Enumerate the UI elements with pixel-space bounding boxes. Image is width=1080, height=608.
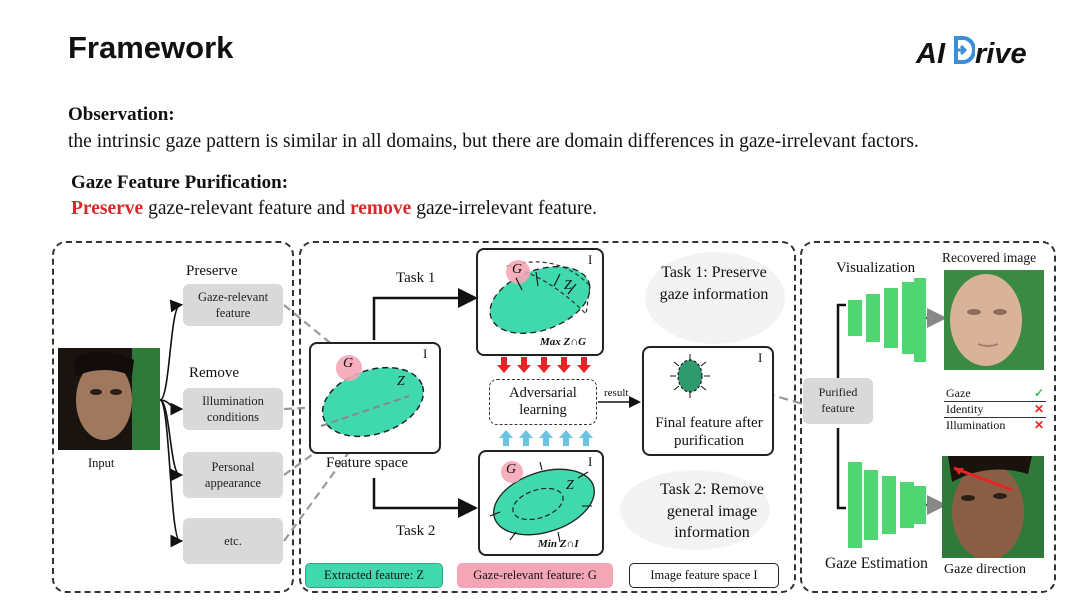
decoder-network-icon — [848, 278, 926, 362]
middle-panel — [299, 241, 796, 593]
red-arrows — [497, 357, 591, 373]
task2-z-label: Z — [566, 478, 574, 493]
remove-label: Remove — [189, 365, 239, 381]
etc-box: etc. — [183, 518, 283, 564]
final-i-label: I — [758, 350, 763, 365]
purified-feature-box: Purified feature — [803, 378, 873, 424]
legend-image-space: Image feature space I — [629, 563, 779, 588]
task1-description: Task 1: Preserve gaze information — [659, 264, 769, 303]
gaze-direction-label: Gaze direction — [944, 562, 1027, 577]
task2-feature-box: G Z I Min Z∩I — [478, 450, 604, 556]
right-panel — [800, 241, 1056, 593]
task1-i-label: I — [588, 252, 593, 267]
task2-i-label: I — [588, 454, 593, 469]
page-title: Framework — [68, 30, 234, 65]
cyan-arrows — [499, 430, 593, 446]
task1-feature-box: G Z I Max Z∩G — [476, 248, 604, 356]
preserve-word: Preserve — [71, 198, 144, 219]
task2-label: Task 2 — [396, 523, 436, 539]
logo-ai-text: AI — [916, 37, 945, 70]
cloud-decoration — [645, 252, 785, 344]
purification-heading: Gaze Feature Purification: — [71, 172, 289, 193]
legend-gaze-relevant: Gaze-relevant feature: G — [457, 563, 613, 588]
purification-text: Preserve gaze-relevant feature and remov… — [71, 198, 597, 220]
preserve-label: Preserve — [186, 263, 238, 279]
gaze-estimation-label: Gaze Estimation — [825, 555, 928, 572]
task1-g-label: G — [512, 262, 523, 277]
appearance-box: Personal appearance — [183, 452, 283, 498]
purification-tail: gaze-irrelevant feature. — [411, 198, 597, 219]
observation-text: the intrinsic gaze pattern is similar in… — [68, 131, 919, 152]
task1-label: Task 1 — [396, 270, 436, 286]
final-feature-box: I Final feature after purification — [642, 346, 774, 456]
purification-mid: gaze-relevant feature and — [143, 198, 350, 219]
recovered-image-label: Recovered image — [942, 250, 1037, 265]
result-label: result — [604, 387, 629, 399]
table-row: Identity ✕ — [944, 402, 1046, 418]
adversarial-learning-box: Adversarial learning — [489, 379, 597, 425]
cross-icon: ✕ — [1033, 402, 1044, 416]
left-panel — [52, 241, 294, 593]
feature-space-box: G Z I — [309, 342, 441, 454]
g-label: G — [343, 356, 354, 371]
remove-word: remove — [349, 198, 412, 219]
min-label: Min Z∩I — [538, 538, 579, 550]
feature-space-ellipse — [320, 355, 425, 438]
estimator-network-icon — [848, 462, 926, 548]
attribute-table: Gaze ✓ Identity ✕ Illumination ✕ — [944, 386, 1046, 433]
cloud-decoration — [620, 470, 770, 550]
input-face-image — [58, 348, 160, 450]
task1-z-label: Z — [564, 278, 572, 293]
recovered-face-image — [944, 270, 1044, 370]
illumination-box: Illumination conditions — [183, 388, 283, 430]
z-label: Z — [397, 374, 405, 389]
drive-logo-d-icon — [953, 36, 976, 72]
max-label: Max Z∩G — [540, 336, 587, 348]
task2-g-label: G — [506, 462, 517, 477]
gaze-relevant-box: Gaze-relevant feature — [183, 284, 283, 326]
task2-description: Task 2: Remove general image information — [660, 481, 764, 542]
table-row-label: Illumination — [946, 418, 1006, 432]
table-row-label: Gaze — [946, 386, 971, 400]
i-label: I — [423, 346, 428, 361]
visualization-label: Visualization — [836, 260, 916, 276]
check-icon: ✓ — [1033, 386, 1044, 400]
observation-heading: Observation: — [68, 104, 175, 125]
brand-logo: AI rive — [916, 36, 1027, 72]
table-row: Gaze ✓ — [944, 386, 1046, 402]
logo-drive-text: rive — [975, 37, 1027, 70]
table-row-label: Identity — [946, 402, 984, 416]
feature-space-label: Feature space — [326, 455, 409, 471]
cross-icon: ✕ — [1033, 418, 1044, 432]
gaze-direction-image — [942, 456, 1044, 558]
legend-extracted-feature: Extracted feature: Z — [305, 563, 443, 588]
final-feature-label: Final feature after purification — [655, 415, 763, 449]
table-row: Illumination ✕ — [944, 418, 1046, 433]
input-label: Input — [88, 456, 115, 470]
